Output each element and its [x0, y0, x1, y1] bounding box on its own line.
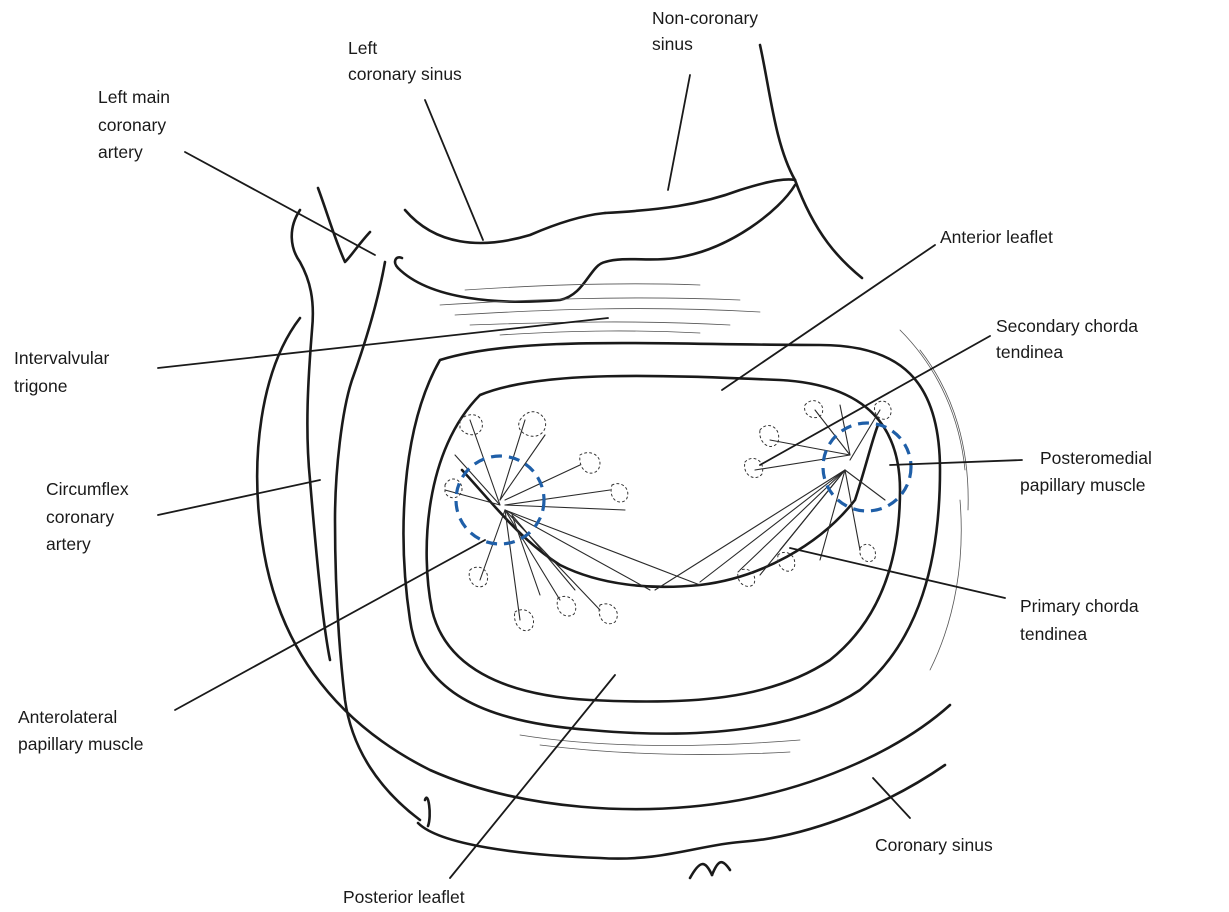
- leader-non-coronary-sinus: [668, 75, 690, 190]
- leader-circumflex-coronary-artery: [158, 480, 320, 515]
- label-intervalvular-trigone: Intervalvular trigone: [14, 348, 114, 396]
- label-posteromedial-papillary-muscle: Posteromedial papillary muscle: [1020, 448, 1157, 495]
- leader-coronary-sinus: [873, 778, 910, 818]
- trigone-shading: [440, 284, 968, 755]
- label-anterior-leaflet: Anterior leaflet: [940, 227, 1053, 247]
- label-anterolateral-papillary-muscle: Anterolateral papillary muscle: [18, 707, 143, 754]
- leader-left-main-coronary-artery: [185, 152, 375, 255]
- circumflex-coronary-artery-vessel: [257, 318, 950, 878]
- leader-secondary-chorda-tendinea: [760, 336, 990, 465]
- mitral-annulus-rings: [404, 343, 940, 734]
- aortic-root: [395, 45, 862, 302]
- label-left-coronary-sinus: Left coronary sinus: [348, 38, 462, 84]
- label-posterior-leaflet: Posterior leaflet: [343, 887, 465, 907]
- label-primary-chorda-tendinea: Primary chorda tendinea: [1020, 596, 1144, 644]
- left-main-coronary-artery: [292, 188, 420, 820]
- leader-left-coronary-sinus: [425, 100, 483, 240]
- leader-primary-chorda-tendinea: [790, 548, 1005, 598]
- label-secondary-chorda-tendinea: Secondary chorda tendinea: [996, 316, 1143, 362]
- leader-anterolateral-papillary-muscle: [175, 540, 485, 710]
- label-circumflex-coronary-artery: Circumflex coronary artery: [46, 479, 134, 554]
- label-coronary-sinus: Coronary sinus: [875, 835, 993, 855]
- leader-lines: [158, 75, 1022, 878]
- chordae-tendineae: [445, 401, 891, 631]
- leader-intervalvular-trigone: [158, 318, 608, 368]
- label-non-coronary-sinus: Non-coronary sinus: [652, 8, 763, 54]
- label-left-main-coronary-artery: Left main coronary artery: [98, 87, 175, 162]
